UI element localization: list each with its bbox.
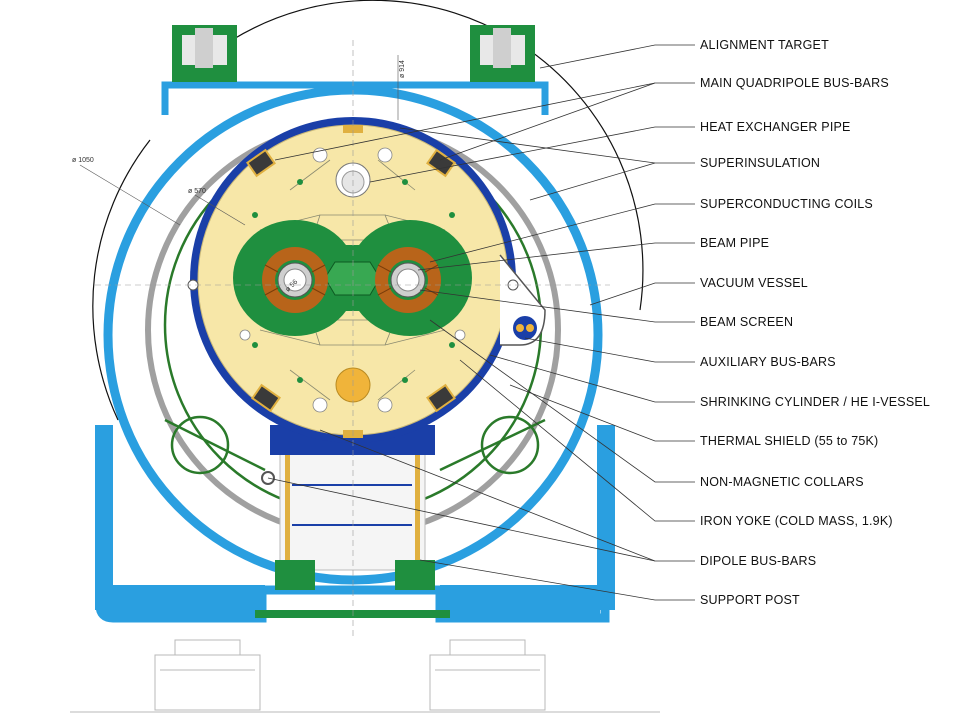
dimension-570: ø 570: [188, 188, 206, 195]
dimension-914: ø 914: [399, 60, 406, 78]
label-auxiliary-bus-bars: AUXILIARY BUS-BARS: [700, 355, 836, 369]
label-beam-screen: BEAM SCREEN: [700, 315, 793, 329]
label-iron-yoke: IRON YOKE (COLD MASS, 1.9K): [700, 514, 893, 528]
floor-pedestal: [70, 639, 660, 713]
alignment-target-right: [470, 25, 535, 82]
label-dipole-bus-bars: DIPOLE BUS-BARS: [700, 554, 816, 568]
label-shrinking-cylinder: SHRINKING CYLINDER / HE I-VESSEL: [700, 395, 930, 409]
leader-lines: [267, 44, 695, 601]
label-heat-exchanger-pipe: HEAT EXCHANGER PIPE: [700, 120, 851, 134]
label-thermal-shield: THERMAL SHIELD (55 to 75K): [700, 434, 878, 448]
label-superinsulation: SUPERINSULATION: [700, 156, 820, 170]
beam-screen-left: [277, 262, 313, 298]
auxiliary-bus-bars: [499, 254, 546, 346]
center-axes: [95, 40, 610, 640]
yoke-bolts: [252, 179, 455, 383]
dimension-lines: [79, 55, 399, 226]
label-alignment-target: ALIGNMENT TARGET: [700, 38, 829, 52]
thermal-shield-supports: [164, 415, 546, 475]
label-main-quadripole-bus-bars: MAIN QUADRIPOLE BUS-BARS: [700, 76, 889, 90]
beam-screen-right: [390, 262, 426, 298]
alignment-notch-top: [343, 125, 363, 133]
yoke-holes: [239, 147, 466, 413]
label-beam-pipe: BEAM PIPE: [700, 236, 769, 250]
dimension-1050: ø 1050: [72, 157, 94, 164]
alignment-target-left: [172, 25, 237, 82]
label-support-post: SUPPORT POST: [700, 593, 800, 607]
label-non-magnetic-collars: NON-MAGNETIC COLLARS: [700, 475, 864, 489]
label-superconducting-coils: SUPERCONDUCTING COILS: [700, 197, 873, 211]
label-vacuum-vessel: VACUUM VESSEL: [700, 276, 808, 290]
